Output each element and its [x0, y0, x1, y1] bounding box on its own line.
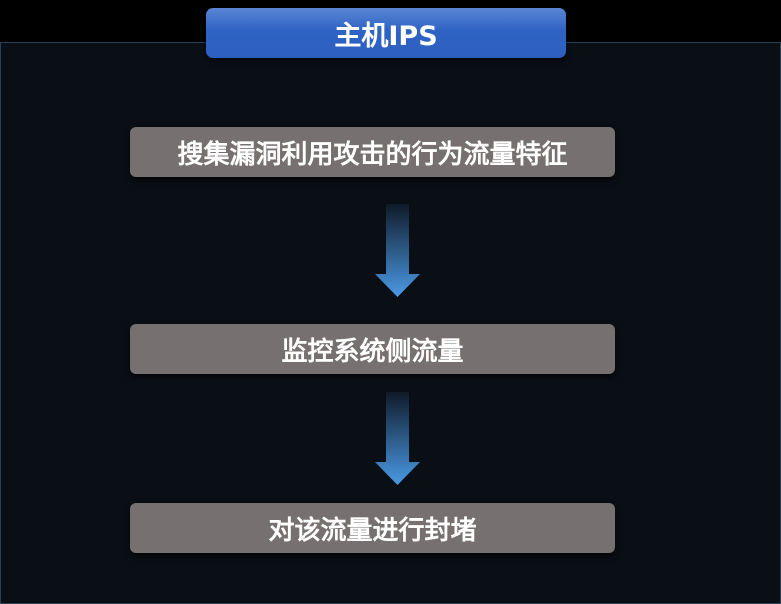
- step-collect-features: 搜集漏洞利用攻击的行为流量特征: [130, 127, 615, 177]
- step-block-traffic: 对该流量进行封堵: [130, 503, 615, 553]
- arrow-down-icon: [375, 204, 420, 297]
- step-monitor-traffic: 监控系统侧流量: [130, 324, 615, 374]
- diagram-title: 主机IPS: [206, 8, 566, 58]
- arrow-down-icon: [375, 392, 420, 485]
